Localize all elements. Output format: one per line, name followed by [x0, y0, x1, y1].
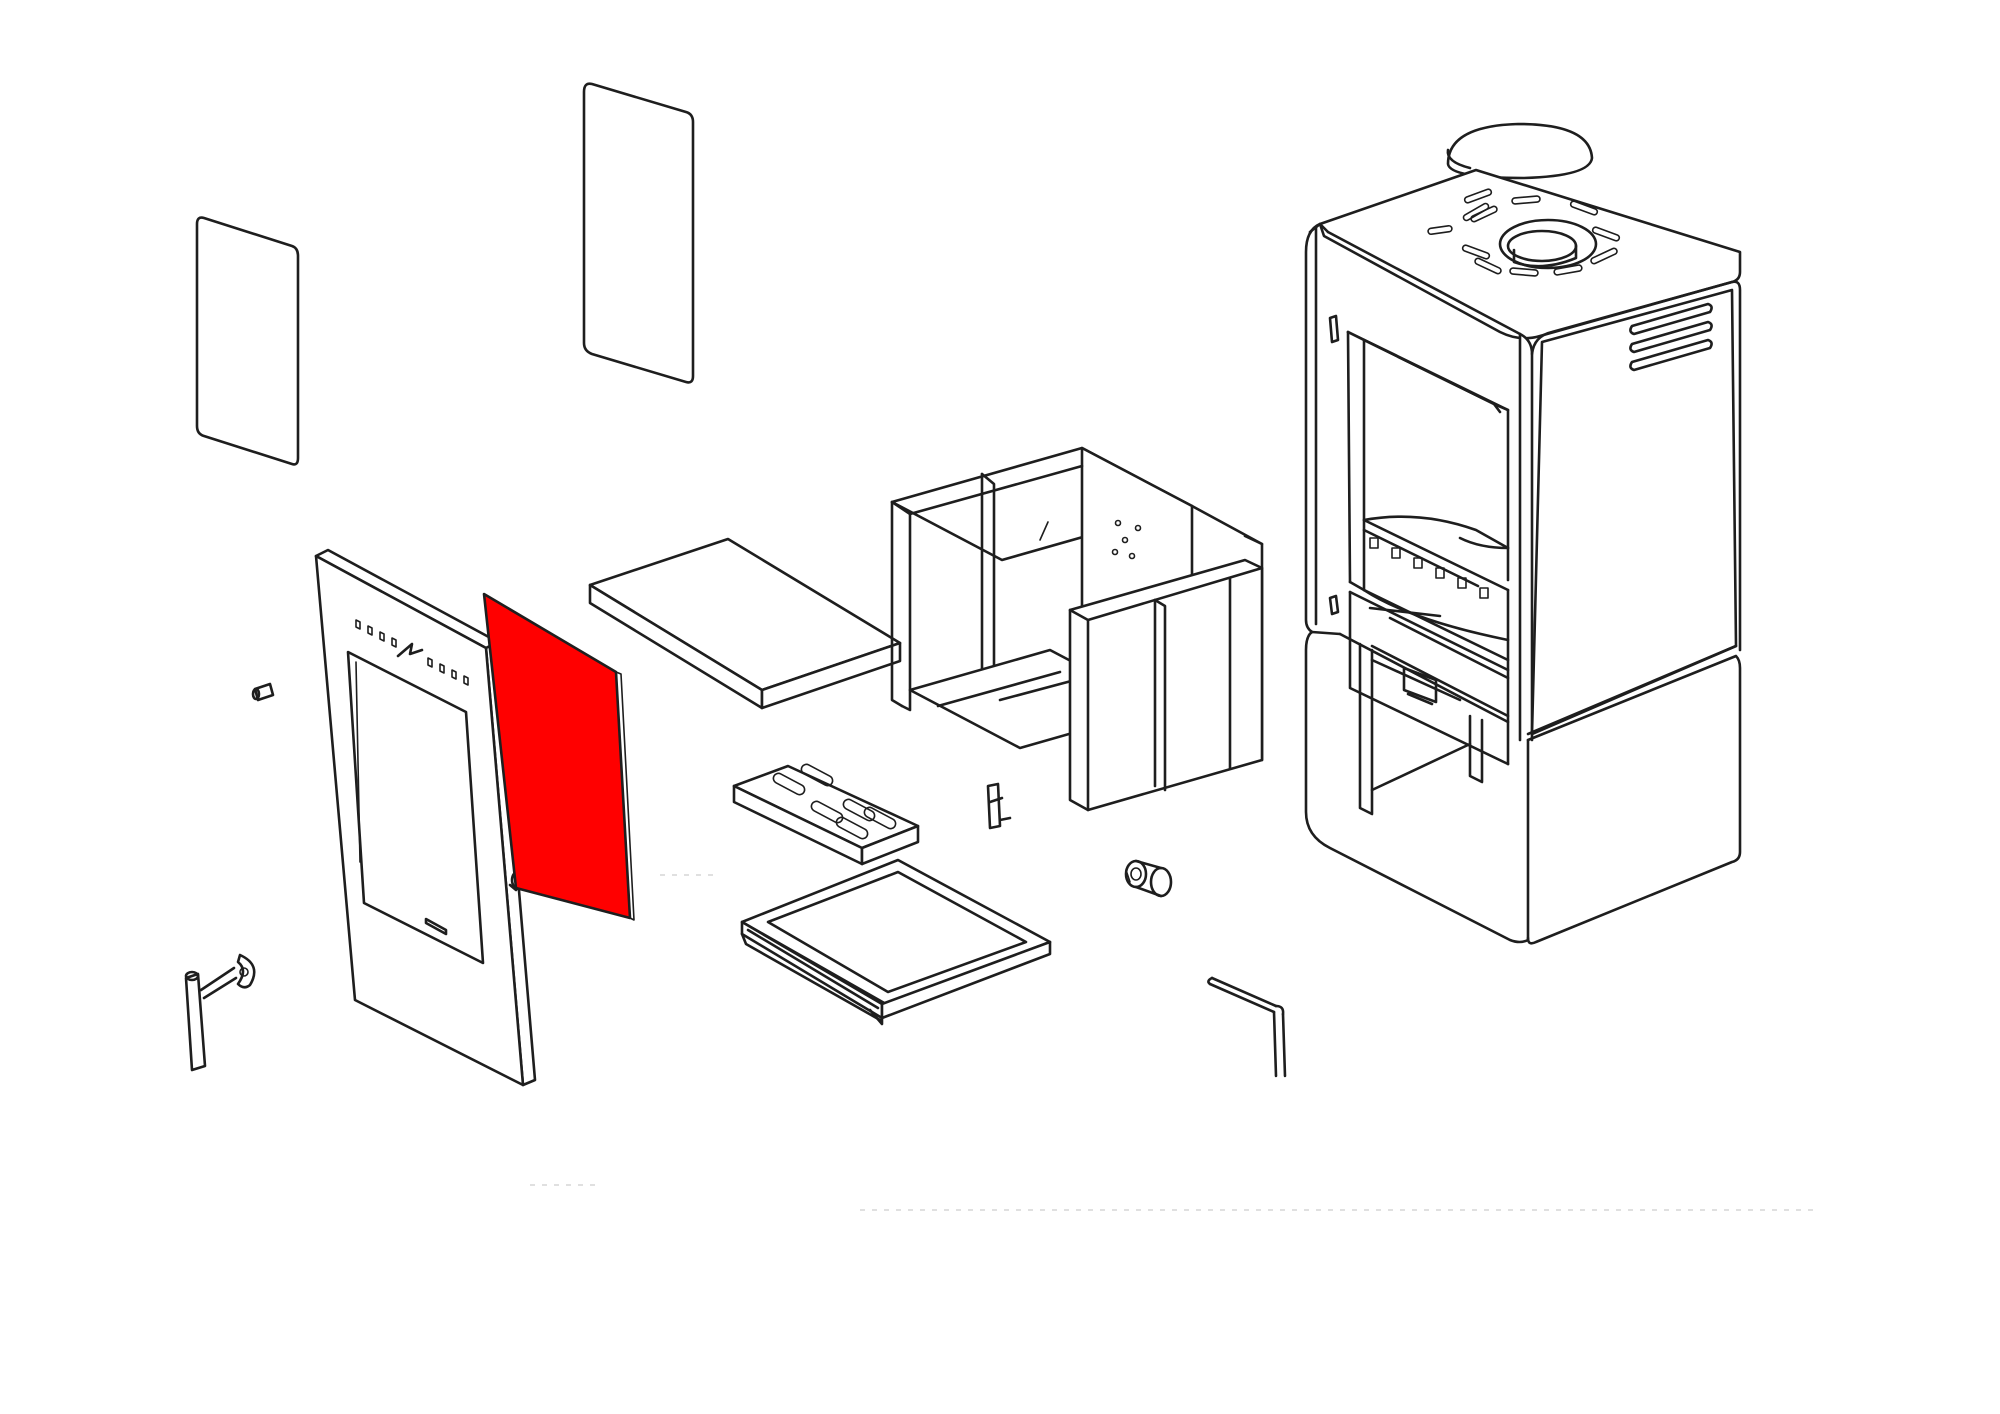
side-glass-panel-small[interactable]	[195, 216, 300, 466]
side-vent-slots	[1629, 302, 1713, 372]
baffle-plate[interactable]	[588, 537, 902, 710]
air-inlet-teeth	[1369, 537, 1489, 599]
air-vent-slots	[355, 619, 469, 686]
ash-pan[interactable]	[740, 858, 1052, 1026]
liner-holes	[1039, 519, 1142, 560]
side-glass-panel-large[interactable]	[582, 82, 695, 384]
knob[interactable]	[1124, 859, 1173, 898]
grate[interactable]	[732, 763, 920, 866]
firebox-opening	[1328, 314, 1510, 766]
door-glass[interactable]	[482, 592, 635, 921]
stove-base	[1304, 630, 1742, 945]
door-handle[interactable]	[184, 953, 256, 1072]
firebox-liner-set[interactable]	[890, 446, 1264, 812]
clip[interactable]	[986, 782, 1012, 830]
hinge-pin[interactable]	[251, 682, 275, 702]
door-frame[interactable]	[314, 548, 537, 1087]
top-vent-slots	[1427, 188, 1621, 277]
stove-body[interactable]	[1304, 168, 1742, 945]
flue-cover-plate[interactable]	[1446, 122, 1594, 180]
grate-slots	[772, 763, 897, 840]
faint-guide-lines	[530, 874, 1820, 1211]
allen-key[interactable]	[1207, 976, 1287, 1078]
